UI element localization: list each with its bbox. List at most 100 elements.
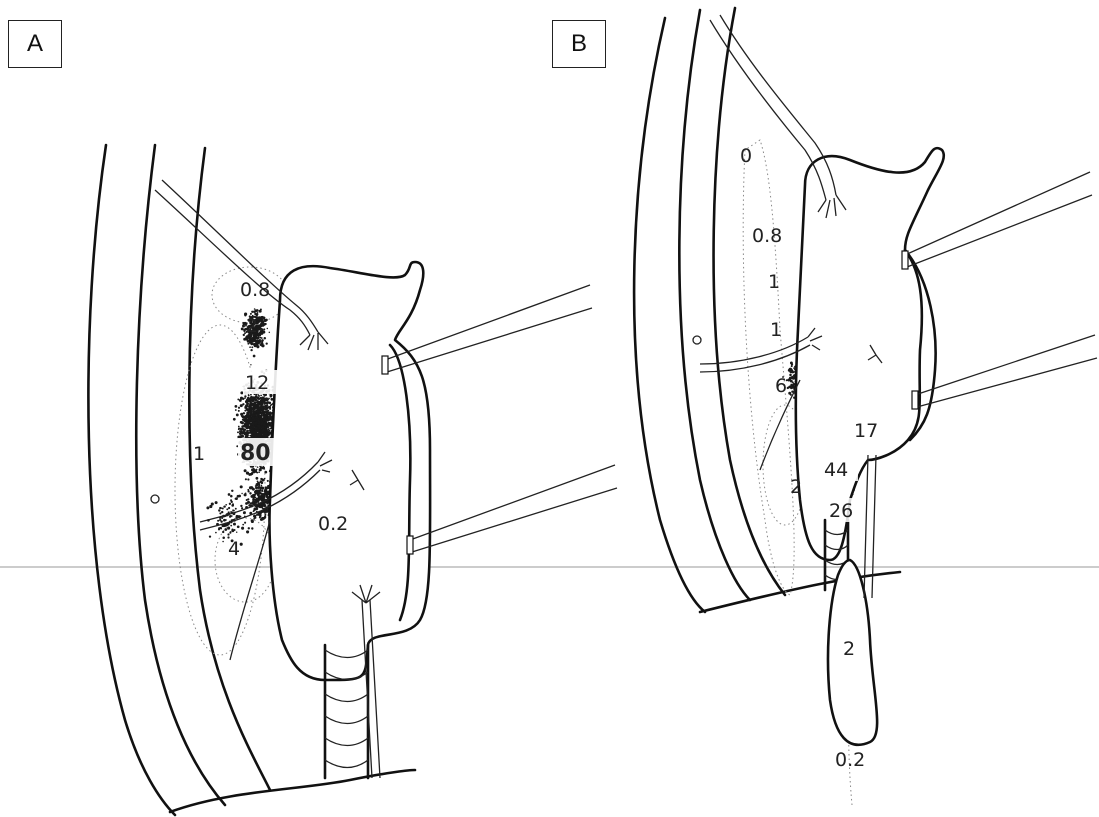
stipple-dot — [247, 430, 248, 431]
stipple-dot — [260, 499, 262, 501]
panel-b-value-6: 17 — [854, 420, 878, 442]
stipple-dot — [254, 502, 256, 504]
stipple-dot — [250, 342, 253, 345]
stipple-dot — [264, 432, 266, 434]
stipple-dot — [263, 418, 265, 420]
stipple-dot — [222, 537, 225, 540]
stipple-dot — [793, 384, 795, 386]
stipple-dot — [236, 515, 239, 518]
panel-a-value-6: 0.2 — [318, 513, 348, 535]
stipple-dot — [250, 364, 251, 365]
stipple-dot — [263, 396, 265, 398]
stipple-dot — [245, 400, 248, 403]
stipple-dot — [264, 478, 266, 480]
stipple-dot — [258, 418, 260, 420]
stipple-dot — [265, 492, 267, 494]
stipple-dot — [247, 431, 249, 433]
stipple-dot — [243, 412, 245, 414]
stipple-dot — [260, 467, 263, 470]
stipple-dot — [254, 399, 256, 401]
stipple-dot — [261, 412, 263, 414]
stipple-dot — [247, 489, 249, 491]
stipple-dot — [215, 501, 218, 504]
stipple-dot — [253, 518, 255, 520]
stipple-dot — [240, 391, 243, 394]
stipple-dot — [260, 493, 262, 495]
panel-a-value-5: 1 — [193, 443, 205, 465]
panel-a-value-3: 12 — [245, 372, 269, 394]
stipple-dot — [221, 511, 223, 513]
stipple-dot — [252, 422, 255, 425]
stipple-dot — [249, 486, 252, 489]
panel-a-wall-outer — [88, 145, 175, 815]
stipple-dot — [256, 498, 258, 500]
panel-b-organ — [796, 148, 944, 560]
panel-b-value-3: 1 — [768, 271, 780, 293]
stipple-dot — [217, 520, 219, 522]
stipple-dot — [228, 493, 231, 496]
stipple-dot — [230, 525, 232, 527]
stipple-dot — [257, 466, 259, 468]
stipple-dot — [260, 480, 263, 483]
stipple-dot — [253, 515, 256, 518]
stipple-dot — [249, 473, 252, 476]
stipple-dot — [258, 496, 261, 499]
stipple-dot — [791, 363, 793, 365]
stipple-dot — [246, 530, 249, 533]
stipple-dot — [789, 374, 792, 377]
stipple-dot — [260, 395, 262, 397]
stipple-dot — [248, 403, 249, 404]
stipple-dot — [266, 342, 268, 344]
stipple-dot — [788, 392, 791, 395]
stipple-dot — [256, 472, 258, 474]
stipple-dot — [254, 491, 257, 494]
stipple-dot — [261, 490, 263, 492]
stipple-dot — [240, 505, 242, 507]
stipple-dot — [251, 337, 254, 340]
stipple-dot — [259, 334, 261, 336]
stipple-dot — [228, 507, 230, 509]
stipple-dot — [244, 469, 247, 472]
stipple-dot — [237, 431, 239, 433]
panel-a-value-4: 80 — [240, 441, 271, 466]
stipple-dot — [215, 532, 217, 534]
stipple-dot — [269, 402, 272, 405]
stipple-dot — [220, 520, 222, 522]
stipple-dot — [240, 421, 243, 424]
stipple-dot — [268, 418, 271, 421]
stipple-dot — [267, 428, 269, 430]
stipple-dot — [248, 417, 251, 420]
stipple-dot — [260, 309, 262, 311]
panel-b-value-2: 0.8 — [752, 225, 782, 247]
stipple-dot — [256, 410, 259, 413]
stipple-dot — [211, 502, 214, 505]
stipple-dot — [230, 511, 232, 513]
stipple-dot — [223, 519, 226, 522]
stipple-dot — [241, 493, 242, 494]
stipple-dot — [251, 340, 254, 343]
stipple-dot — [228, 511, 230, 513]
stipple-dot — [270, 405, 272, 407]
stipple-dot — [236, 413, 239, 416]
stipple-dot — [252, 417, 255, 420]
stipple-dot — [240, 428, 243, 431]
panel-b-node — [693, 336, 701, 344]
stipple-dot — [243, 398, 245, 400]
panel-a-wall-middle — [136, 145, 225, 805]
stipple-dot — [787, 387, 789, 389]
stipple-dot — [231, 529, 233, 531]
stipple-dot — [232, 503, 234, 505]
stipple-dot — [250, 397, 253, 400]
panel-a-zone-lower — [215, 518, 275, 602]
stipple-dot — [236, 531, 237, 532]
stipple-dot — [253, 431, 256, 434]
stipple-dot — [244, 395, 246, 397]
stipple-dot — [262, 331, 264, 333]
stipple-dot — [259, 339, 261, 341]
stipple-dot — [253, 407, 255, 409]
stipple-dot — [242, 403, 244, 405]
stipple-dot — [267, 328, 268, 329]
panel-a-organ — [270, 262, 431, 680]
stipple-dot — [265, 487, 268, 490]
